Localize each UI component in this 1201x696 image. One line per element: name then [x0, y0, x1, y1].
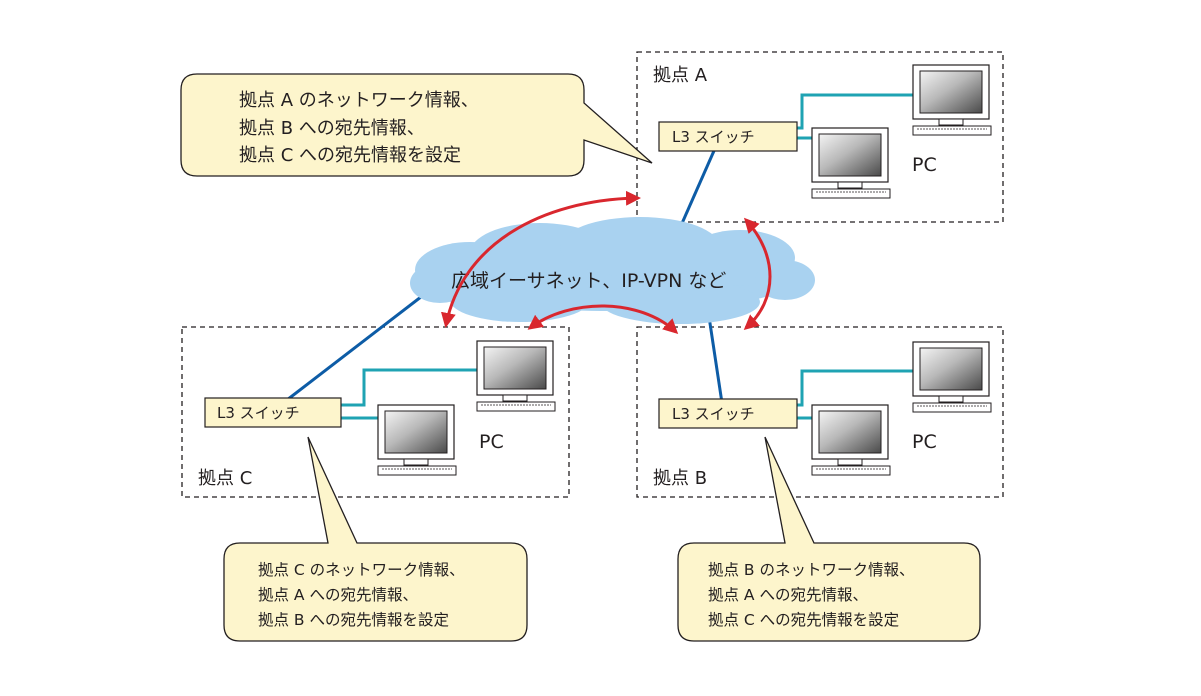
- pc-label-b: PC: [912, 431, 937, 453]
- route-arrow-a-c: [441, 190, 641, 328]
- lan-link-a-1: [797, 93, 915, 130]
- site-c-label: 拠点 C: [198, 468, 252, 489]
- switch-label-c: L3 スイッチ: [217, 404, 300, 422]
- callout-site-a: 拠点 A のネットワーク情報、 拠点 B への宛先情報、 拠点 C への宛先情報…: [180, 73, 653, 177]
- pc-icon: [811, 127, 891, 199]
- site-b-box: [636, 326, 1004, 498]
- callout-c-line-1: 拠点 C のネットワーク情報、: [258, 561, 465, 579]
- lan-link-b-1: [797, 369, 915, 407]
- callout-site-c: 拠点 C のネットワーク情報、 拠点 A への宛先情報、 拠点 B への宛先情報…: [223, 436, 528, 642]
- site-a-box: [636, 51, 1004, 223]
- switch-label-a: L3 スイッチ: [672, 128, 755, 146]
- callout-site-b: 拠点 B のネットワーク情報、 拠点 A への宛先情報、 拠点 C への宛先情報…: [677, 436, 981, 642]
- site-a-label: 拠点 A: [653, 65, 708, 86]
- callout-a-line-1: 拠点 A のネットワーク情報、: [239, 90, 479, 111]
- l3-switch-a: L3 スイッチ: [658, 121, 798, 152]
- pc-icon: [377, 404, 457, 476]
- site-b-label: 拠点 B: [653, 468, 707, 489]
- callout-b-line-3: 拠点 C への宛先情報を設定: [708, 611, 899, 629]
- callout-c-line-2: 拠点 A への宛先情報、: [258, 586, 418, 604]
- pc-icon: [476, 340, 556, 412]
- route-arrow-c-b: [527, 304, 679, 335]
- wan-link-b: [706, 309, 724, 404]
- pc-icon: [912, 341, 992, 413]
- wan-link-c: [282, 288, 431, 405]
- lan-link-c-1: [341, 368, 478, 407]
- pc-icon: [811, 404, 891, 476]
- callout-c-line-3: 拠点 B への宛先情報を設定: [258, 611, 449, 629]
- route-arrow-a-b: [743, 217, 772, 330]
- pc-label-a: PC: [912, 154, 937, 176]
- callout-b-line-1: 拠点 B のネットワーク情報、: [708, 561, 915, 579]
- cloud-label: 広域イーサネット、IP-VPN など: [451, 270, 726, 292]
- callout-a-line-2: 拠点 B への宛先情報、: [239, 118, 425, 139]
- pc-icon: [912, 64, 992, 136]
- callout-b-line-2: 拠点 A への宛先情報、: [708, 586, 868, 604]
- switch-label-b: L3 スイッチ: [672, 405, 755, 423]
- callout-a-line-3: 拠点 C への宛先情報を設定: [239, 145, 461, 166]
- l3-switch-b: L3 スイッチ: [658, 398, 798, 429]
- l3-switch-c: L3 スイッチ: [204, 397, 342, 428]
- pc-label-c: PC: [479, 431, 504, 453]
- site-c-box: [181, 326, 570, 498]
